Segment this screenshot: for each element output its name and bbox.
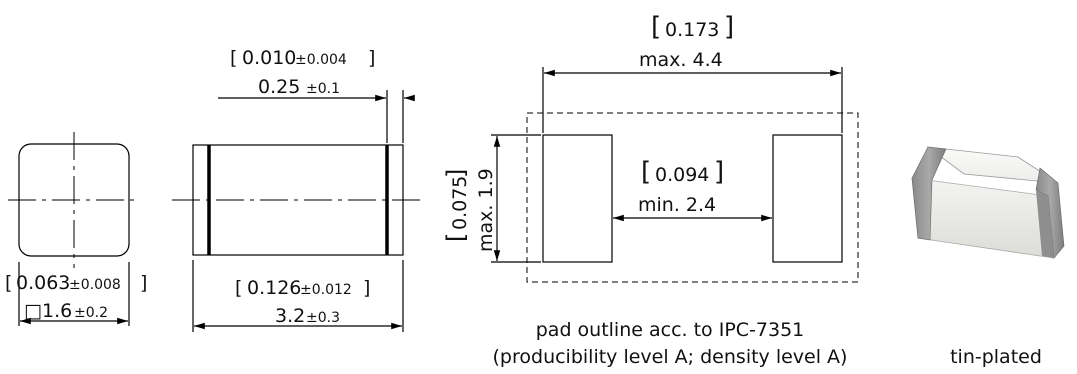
- pad-layout: [ 0.173 ] max. 4.4 [ 0.094 ] min. 2.4 [ …: [442, 12, 859, 368]
- front-mm-tol: ±0.2: [74, 305, 108, 321]
- front-bracket-open: [: [5, 272, 12, 294]
- gap-bracket-open: [: [641, 157, 651, 187]
- len-inch-tol: ±0.012: [300, 282, 352, 298]
- height-bracket-close: ]: [442, 169, 470, 178]
- overall-mm: max. 4.4: [639, 49, 723, 71]
- height-mm: max. 1.9: [475, 168, 497, 252]
- len-mm-tol: ±0.3: [306, 310, 340, 326]
- len-mm-value: 3.2: [275, 305, 305, 327]
- term-inch-tol: ±0.004: [295, 52, 347, 68]
- overall-inch: 0.173: [665, 19, 719, 41]
- pad-right: [772, 134, 843, 263]
- pad-caption-line1: pad outline acc. to IPC-7351: [536, 319, 805, 341]
- front-mm-value: 1.6: [42, 300, 72, 322]
- render-terminal-right-face: [1036, 190, 1054, 258]
- front-bracket-close: ]: [140, 272, 147, 294]
- len-inch-value: 0.126: [247, 277, 301, 299]
- render-caption: tin-plated: [950, 346, 1042, 368]
- pad-left: [542, 134, 613, 263]
- front-view: [ 0.063 ±0.008 ] □ 1.6 ±0.2: [5, 132, 147, 326]
- pad-caption-line2: (producibility level A; density level A): [493, 346, 848, 368]
- term-bracket-close: ]: [368, 47, 375, 69]
- term-mm-tol: ±0.1: [306, 81, 340, 97]
- height-inch: 0.075: [449, 176, 471, 230]
- term-bracket-open: [: [230, 47, 237, 69]
- component-3d-render: tin-plated: [911, 146, 1065, 368]
- front-inch-tol: ±0.008: [69, 277, 121, 293]
- front-inch-value: 0.063: [16, 272, 70, 294]
- overall-bracket-close: ]: [724, 12, 734, 42]
- pad-outline: [526, 112, 859, 283]
- side-view: [ 0.010 ±0.004 ] 0.25 ±0.1 [ 0.126 ±0.01…: [172, 47, 420, 332]
- term-inch-value: 0.010: [242, 47, 296, 69]
- front-square-symbol: □: [24, 300, 42, 322]
- gap-inch: 0.094: [655, 164, 709, 186]
- gap-mm: min. 2.4: [638, 194, 716, 216]
- render-front-face: [911, 177, 1055, 259]
- gap-bracket-close: ]: [714, 157, 724, 187]
- height-bracket-open: [: [442, 233, 470, 242]
- len-bracket-open: [: [235, 277, 242, 299]
- overall-bracket-open: [: [651, 12, 661, 42]
- len-bracket-close: ]: [363, 277, 370, 299]
- render-terminal-left: [911, 146, 947, 241]
- term-mm-value: 0.25: [258, 76, 300, 98]
